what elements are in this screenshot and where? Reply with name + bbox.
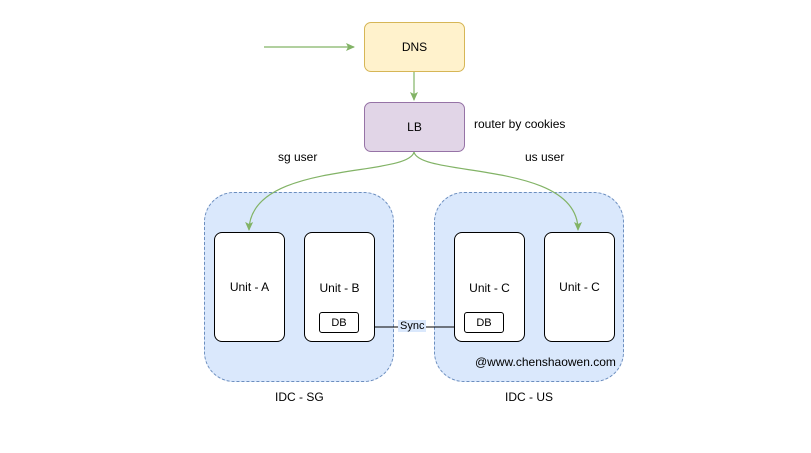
- dns-node: DNS: [364, 22, 465, 72]
- sync-label: Sync: [398, 320, 427, 332]
- lb-to-unit-a-arrow: [245, 151, 415, 231]
- idc-sg-label: IDC - SG: [275, 390, 324, 404]
- us-user-label: us user: [525, 150, 565, 164]
- router-label: router by cookies: [474, 117, 566, 131]
- unit-c-second-node: Unit - C: [544, 232, 615, 342]
- unit-c-us-label: Unit - C: [469, 281, 510, 295]
- lb-node: LB: [364, 102, 465, 152]
- lb-to-unit-c-arrow: [413, 151, 582, 231]
- unit-b-label: Unit - B: [319, 281, 360, 295]
- unit-a-node: Unit - A: [214, 232, 285, 342]
- idc-us-label: IDC - US: [505, 390, 553, 404]
- sg-user-label: sg user: [278, 150, 318, 164]
- watermark-text: @www.chenshaowen.com: [475, 355, 616, 369]
- db-sg-node: DB: [319, 312, 359, 333]
- db-us-node: DB: [464, 312, 504, 333]
